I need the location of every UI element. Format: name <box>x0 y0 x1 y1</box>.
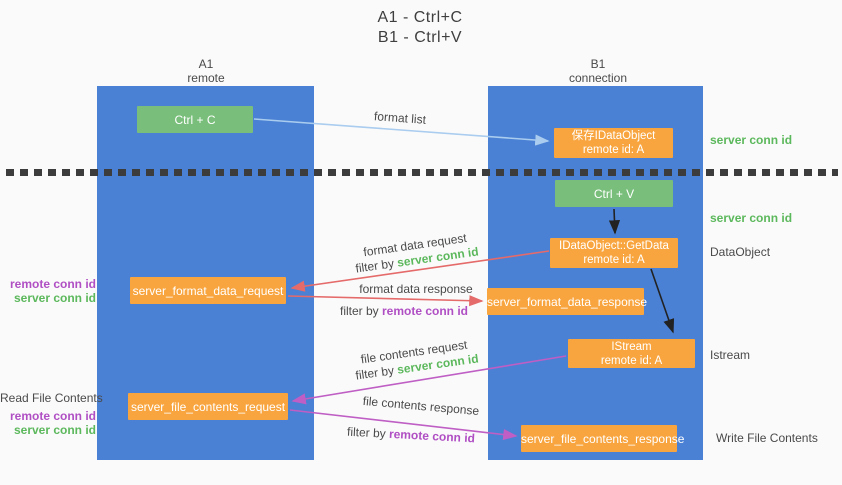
istream-node: IStream remote id: A <box>568 339 695 368</box>
server-file-contents-request-node: server_file_contents_request <box>128 393 288 420</box>
ctrl-c-label: Ctrl + C <box>174 112 216 127</box>
lane-header-b1: B1 connection <box>518 57 678 85</box>
save-dataobject-line2: remote id: A <box>582 144 645 156</box>
server-format-data-response-node: server_format_data_response <box>487 288 648 315</box>
format-data-response-label: format data response <box>359 282 473 296</box>
format-list-label: format list <box>373 109 427 127</box>
save-dataobject-node: 保存IDataObject remote id: A <box>554 128 673 158</box>
ctrl-c-node: Ctrl + C <box>137 106 253 133</box>
server-conn-id-annotation-4: server conn id <box>13 423 96 437</box>
file-contents-response-label: file contents response <box>362 393 480 419</box>
filter-by-remote-conn-id-label-1: filter by remote conn id <box>340 304 468 318</box>
lane-b1-name: B1 <box>590 57 606 71</box>
left-conn-id-stack-2: remote conn id server conn id <box>0 409 96 437</box>
remote-conn-id-annotation-1: remote conn id <box>9 277 96 291</box>
lane-a1-subtitle: remote <box>187 71 225 85</box>
istream-line2: remote id: A <box>600 354 663 367</box>
title-line-1: A1 - Ctrl+C <box>377 9 463 26</box>
clipboard-divider-line <box>6 169 838 176</box>
server-format-data-request-node: server_format_data_request <box>130 277 286 304</box>
server-file-contents-response-node: server_file_contents_response <box>521 425 685 452</box>
lane-header-a1: A1 remote <box>126 57 286 85</box>
arrow-format-data-response <box>287 295 484 307</box>
getdata-node: IDataObject::GetData remote id: A <box>550 238 678 268</box>
remote-conn-id-text: remote conn id <box>388 426 476 446</box>
filter-by-text: filter by <box>354 255 399 276</box>
remote-conn-id-annotation-2: remote conn id <box>9 409 96 423</box>
server-conn-id-annotation-2: server conn id <box>710 211 793 225</box>
lane-a1-name: A1 <box>198 57 214 71</box>
getdata-line2: remote id: A <box>583 254 645 266</box>
lane-b1-subtitle: connection <box>568 71 628 85</box>
read-file-contents-annotation: Read File Contents <box>0 391 103 405</box>
server-conn-id-annotation-3: server conn id <box>13 291 96 305</box>
getdata-line1: IDataObject::GetData <box>559 240 669 252</box>
read-file-contents-annotation-wrap: Read File Contents <box>0 391 103 405</box>
server-format-data-response-label: server_format_data_response <box>487 294 648 309</box>
diagram-title: A1 - Ctrl+C B1 - Ctrl+V <box>300 8 540 48</box>
remote-conn-id-text: remote conn id <box>382 304 469 318</box>
save-dataobject-line1: 保存IDataObject <box>571 130 656 142</box>
server-conn-id-annotation-1: server conn id <box>710 133 793 147</box>
filter-by-text: filter by <box>339 304 382 318</box>
filter-by-remote-conn-id-label-2: filter by remote conn id <box>347 425 476 446</box>
dataobject-annotation: DataObject <box>710 245 771 259</box>
server-format-data-request-label: server_format_data_request <box>132 283 284 298</box>
filter-by-text: filter by <box>346 424 390 441</box>
ctrl-v-node: Ctrl + V <box>555 180 673 207</box>
left-conn-id-stack-1: remote conn id server conn id <box>0 277 96 305</box>
ctrl-v-label: Ctrl + V <box>593 186 635 201</box>
title-line-2: B1 - Ctrl+V <box>377 29 463 46</box>
istream-line1: IStream <box>611 340 652 353</box>
istream-annotation: Istream <box>710 348 751 362</box>
server-file-contents-request-label: server_file_contents_request <box>130 399 286 414</box>
server-file-contents-response-label: server_file_contents_response <box>521 431 685 446</box>
write-file-contents-annotation: Write File Contents <box>716 431 818 445</box>
